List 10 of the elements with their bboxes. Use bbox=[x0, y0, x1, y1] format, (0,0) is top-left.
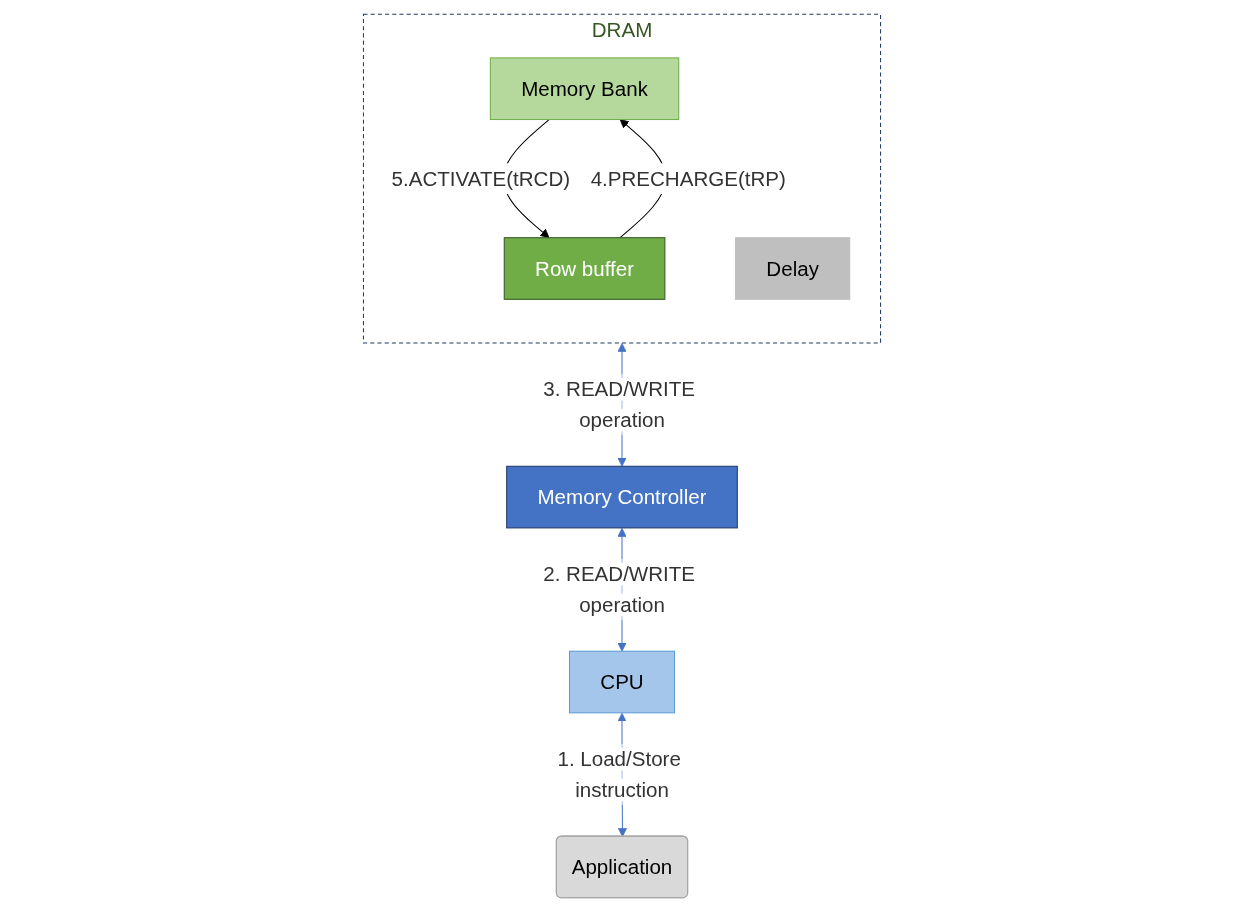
edge-label: 1. Load/Store instruction bbox=[557, 747, 681, 802]
node-box: Memory Bank bbox=[489, 57, 680, 121]
edge-label: 5.ACTIVATE(tRCD) bbox=[391, 167, 571, 190]
edge-label: 3. READ/WRITE operation bbox=[543, 377, 696, 432]
node-box: CPU bbox=[568, 650, 676, 714]
node-box: Memory Controller bbox=[506, 465, 738, 529]
node-box: Row buffer bbox=[503, 237, 666, 300]
edge-label: 4.PRECHARGE(tRP) bbox=[590, 167, 786, 190]
edge-label: 2. READ/WRITE operation bbox=[543, 562, 696, 617]
node-box: Delay bbox=[735, 237, 851, 300]
